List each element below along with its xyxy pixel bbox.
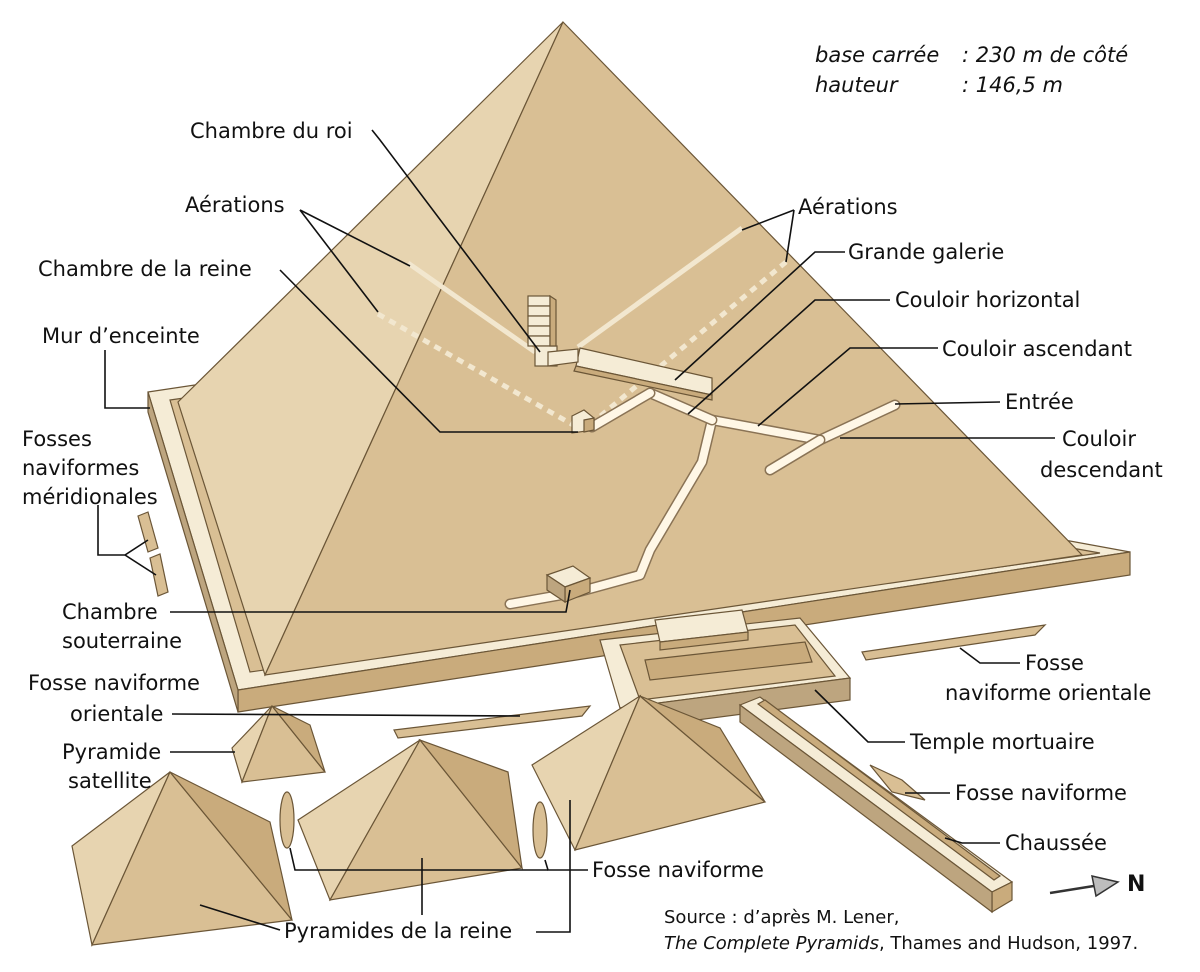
- label-aerations-right: Aérations: [798, 195, 898, 219]
- label-couloir-descendant-2: descendant: [1040, 458, 1163, 482]
- leader-chambre-souterraine: [170, 589, 571, 613]
- leader-mur-enceinte: [104, 350, 150, 409]
- mortuary-temple: [599, 609, 852, 731]
- label-pyramide-satellite-1: Pyramide: [62, 740, 161, 764]
- leader-pyramides-reine-a: [199, 904, 281, 931]
- boat-pit-south-1: [137, 511, 159, 553]
- source-line-2: The Complete Pyramids, Thames and Hudson…: [664, 933, 1138, 954]
- source-citation: Source : d’après M. Lener, The Complete …: [664, 907, 1138, 954]
- leader-fosse-orientale-left: [171, 713, 521, 717]
- source-book-title: The Complete Pyramids: [664, 933, 879, 954]
- horizontal-corridor-path: [588, 389, 654, 431]
- leader-couloir-horizontal: [687, 299, 890, 415]
- leader-temple-mortuaire: [814, 689, 905, 743]
- label-couloir-descendant-1: Couloir: [1062, 427, 1136, 451]
- leader-grande-galerie: [674, 251, 845, 381]
- queen-pyramid-2: [297, 738, 524, 902]
- king-chamber: [527, 294, 579, 367]
- label-fosse-orientale-left-1: Fosse naviforme: [28, 671, 200, 695]
- label-aerations-left: Aérations: [185, 193, 285, 217]
- source-line-1: Source : d’après M. Lener,: [664, 907, 899, 928]
- underground-chamber: [545, 565, 592, 604]
- label-fosse-orientale-right-2: naviforme orientale: [945, 681, 1151, 705]
- source-line-2-rest: , Thames and Hudson, 1997.: [879, 933, 1138, 954]
- label-chambre-souterraine-1: Chambre: [62, 600, 158, 624]
- label-fosse-orientale-left-2: orientale: [70, 702, 163, 726]
- label-grande-galerie: Grande galerie: [848, 240, 1004, 264]
- leader-chambre-de-la-reine: [279, 269, 578, 433]
- label-fosse-orientale-right-1: Fosse: [1025, 651, 1084, 675]
- air-shaft-king-left: [406, 260, 537, 355]
- leader-lines: [97, 129, 1055, 933]
- ascending-corridor-path: [646, 389, 716, 424]
- air-shaft-queen-left: [376, 311, 577, 429]
- label-chambre-du-roi: Chambre du roi: [190, 119, 353, 143]
- label-chambre-de-la-reine: Chambre de la reine: [38, 257, 252, 281]
- north-letter: N: [1127, 872, 1145, 897]
- label-couloir-horizontal: Couloir horizontal: [895, 288, 1080, 312]
- leader-aerations-left-a: [299, 209, 411, 267]
- boat-pit-south-2: [149, 553, 169, 597]
- labels: Chambre du roi Aérations Aérations Grand…: [22, 119, 1163, 943]
- boat-pit-queen-2: [532, 801, 548, 859]
- leader-entree: [894, 401, 1001, 405]
- leader-chaussee: [944, 837, 1000, 844]
- queen-pyramid-3: [531, 694, 767, 852]
- label-fosse-naviforme-center: Fosse naviforme: [592, 858, 764, 882]
- spec-base-label: base carrée: [815, 43, 939, 67]
- boat-pit-queen-1: [279, 791, 295, 849]
- leader-aerations-right-a: [741, 209, 795, 231]
- spec-height-value: : 146,5 m: [962, 73, 1063, 97]
- causeway: [738, 696, 1014, 914]
- label-couloir-ascendant: Couloir ascendant: [942, 337, 1132, 361]
- specifications: base carrée : 230 m de côté hauteur : 14…: [815, 43, 1128, 97]
- queen-pyramid-1: [71, 770, 294, 947]
- label-fosse-naviforme-right: Fosse naviforme: [955, 781, 1127, 805]
- air-shaft-king-right: [576, 225, 744, 350]
- label-fosses-meridionales-1: Fosses: [22, 427, 92, 451]
- boat-pit-east-left: [393, 705, 592, 739]
- leader-couloir-ascendant: [757, 347, 938, 427]
- air-shaft-queen-right: [596, 260, 788, 420]
- label-pyramide-satellite-2: satellite: [68, 769, 152, 793]
- label-chaussee: Chaussée: [1005, 831, 1107, 855]
- satellite-pyramid: [231, 704, 327, 784]
- spec-base-value: : 230 m de côté: [962, 43, 1128, 67]
- leader-fosse-naviforme-center: [544, 859, 588, 871]
- leader-chambre-du-roi: [371, 129, 541, 353]
- north-arrow-icon: [1091, 875, 1120, 898]
- leader-fosses-meridionales: [97, 505, 149, 556]
- pyramid-south-face: [263, 20, 1084, 676]
- great-pyramid: [177, 20, 1084, 677]
- label-temple-mortuaire: Temple mortuaire: [909, 730, 1095, 754]
- leader-pyramides-reine-c: [536, 800, 571, 933]
- boat-pit-causeway: [869, 764, 926, 801]
- leader-aerations-right-b: [785, 209, 795, 263]
- label-fosses-meridionales-3: méridionales: [22, 485, 158, 509]
- label-fosses-meridionales-2: naviformes: [22, 456, 139, 480]
- leader-fosse-orientale-right: [959, 647, 1020, 664]
- label-entree: Entrée: [1005, 390, 1074, 414]
- label-mur-enceinte: Mur d’enceinte: [42, 324, 200, 348]
- north-arrow: N: [1049, 872, 1145, 898]
- queen-chamber: [571, 409, 595, 434]
- label-chambre-souterraine-2: souterraine: [62, 629, 182, 653]
- internal-passages: [376, 225, 901, 610]
- spec-height-label: hauteur: [815, 73, 899, 97]
- boat-pit-east-right: [861, 624, 1047, 661]
- leader-aerations-left-b: [299, 209, 379, 313]
- label-pyramides-de-la-reine: Pyramides de la reine: [284, 919, 512, 943]
- boat-pits: [137, 511, 1047, 859]
